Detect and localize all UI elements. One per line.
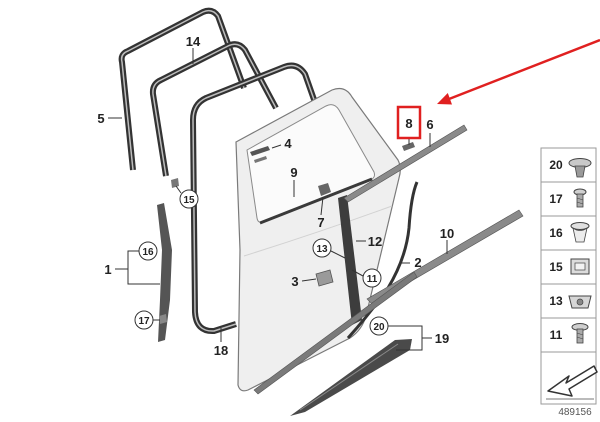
part-7-clip [318,183,331,196]
belt-molding-6 [343,124,468,203]
door-seal-2 [346,181,419,340]
part-15-clip [171,178,179,188]
callout-5: 5 [97,111,104,126]
callout-17: 17 [138,316,150,327]
legend-label-16: 16 [549,226,563,240]
callout-9: 9 [290,165,297,180]
part-17-clip [159,314,167,324]
legend-label-20: 20 [549,158,563,172]
arrow-icon [546,365,598,400]
callout-4: 4 [284,136,292,151]
fastener-legend: 20 17 16 15 13 11 [540,147,598,405]
highlight-box [396,105,422,140]
callout-16-ring [138,241,158,261]
part-3 [315,269,334,287]
callout-17-ring [134,310,154,330]
callout-12: 12 [368,234,382,249]
part-8 [402,142,415,151]
callout-15-ring [179,189,199,209]
clip-nut-icon [568,295,592,309]
expanding-screw-icon [573,188,587,208]
callout-1: 1 [104,262,111,277]
callout-10: 10 [440,226,454,241]
push-rivet-icon [568,158,592,178]
legend-label-15: 15 [549,260,563,274]
callout-13: 13 [316,244,328,255]
screw-icon [571,323,589,344]
seal-14 [149,41,279,177]
window-opening [246,104,375,223]
part-4-secondary [254,156,267,163]
trim-19-highlight [299,343,399,411]
callout-14: 14 [186,34,201,49]
expanding-clip-icon [570,222,590,243]
door-crease-line [243,205,393,257]
callout-8: 8 [405,116,412,131]
callout-19: 19 [435,331,449,346]
red-arrow-icon [437,38,600,105]
callout-13-ring [312,238,332,258]
callout-6: 6 [426,117,433,132]
sill-strip [253,271,418,395]
legend-label-17: 17 [549,192,563,206]
callout-2: 2 [414,255,421,270]
callout-7: 7 [317,215,324,230]
window-seal-9 [259,177,373,225]
callout-18: 18 [214,343,228,358]
callout-16: 16 [142,247,154,258]
callout-11-ring [362,268,382,288]
callout-3: 3 [291,274,298,289]
callout-20-ring [369,316,389,336]
legend-label-11: 11 [550,328,563,342]
part-4 [250,146,270,156]
square-clip-icon [570,258,590,275]
callout-20: 20 [373,322,385,333]
callout-11: 11 [367,274,378,285]
seal-5 [118,7,247,171]
pillar-trim-12 [338,195,362,325]
part-1 [157,203,172,342]
seal-18 [190,62,327,335]
legend-label-13: 13 [549,294,563,308]
callout-15: 15 [183,195,195,206]
reference-number: 489156 [558,407,592,418]
leader-lines [108,48,448,351]
